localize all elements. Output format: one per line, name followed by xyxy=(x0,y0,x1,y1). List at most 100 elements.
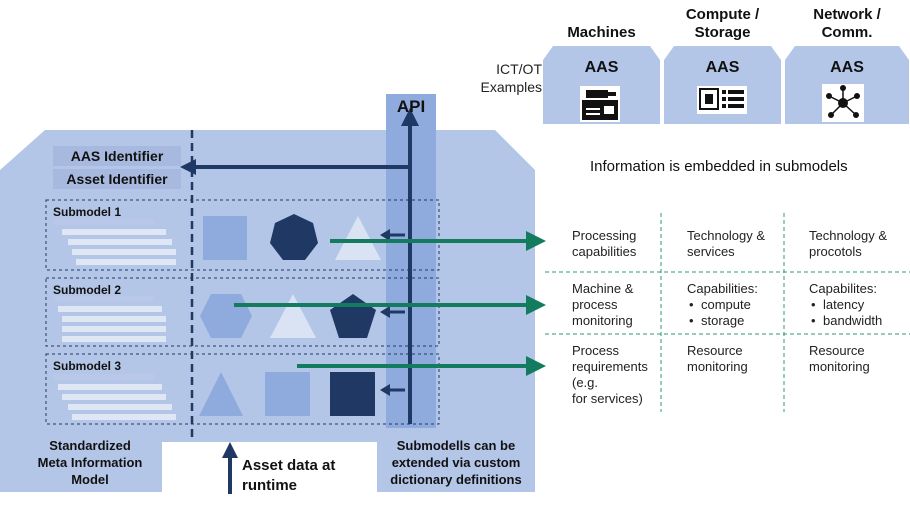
sm1-bar xyxy=(54,219,154,225)
sm3-square-light xyxy=(265,372,310,416)
network-title-line1: Network / xyxy=(813,6,881,23)
grid-text: Capabilities: xyxy=(687,281,758,296)
identifier-arrowhead xyxy=(180,159,196,175)
compute-aas-box xyxy=(664,46,781,124)
grid-bullet: storage xyxy=(701,313,758,329)
caption-line: Submodells can be xyxy=(396,438,516,453)
caption-line: dictionary definitions xyxy=(390,472,522,487)
grid-r2-c1: Machine & process monitoring xyxy=(572,281,633,329)
sm3-triangle xyxy=(199,372,243,416)
sm2-bar xyxy=(62,316,166,322)
sm1-triangle xyxy=(335,216,381,260)
compute-title-line1: Compute / xyxy=(685,6,760,23)
submodel-2-label: Submodel 2 xyxy=(53,283,122,297)
runtime-caption: Asset data at runtime xyxy=(242,456,335,496)
network-aas-label: AAS xyxy=(830,59,864,76)
sm2-hexagon xyxy=(200,294,252,338)
sm1-bar xyxy=(72,249,176,255)
grid-text: monitoring xyxy=(572,313,633,328)
examples-label-line2: Examples xyxy=(480,79,542,95)
network-icon xyxy=(822,84,864,122)
server-icon xyxy=(697,86,747,114)
submodel-2-box xyxy=(45,277,440,347)
submodel-1-box xyxy=(45,199,440,271)
sm3-square-dark xyxy=(330,372,375,416)
sm2-bar xyxy=(62,336,166,342)
sm2-bar xyxy=(54,296,154,302)
extend-caption: Submodells can be extended via custom di… xyxy=(376,437,536,488)
grid-text: for services) xyxy=(572,391,643,406)
grid-r1-c1: Processing capabilities xyxy=(572,228,636,260)
green-arrowhead-3 xyxy=(526,356,546,376)
grid-r1-c3: Technology & procotols xyxy=(809,228,887,260)
grid-bullet: latency xyxy=(823,297,882,313)
grid-text: process xyxy=(572,297,618,312)
grid-text: requirements xyxy=(572,359,648,374)
grid-r3-c1: Process requirements (e.g. for services) xyxy=(572,343,648,407)
grid-bullet: compute xyxy=(701,297,758,313)
sm1-api-arrowhead xyxy=(380,229,390,241)
caption-line: Meta Information xyxy=(37,455,143,470)
sm2-bar xyxy=(58,306,162,312)
submodel-3-box xyxy=(45,353,440,425)
sm3-bar xyxy=(58,384,162,390)
grid-text: Resource xyxy=(687,343,743,358)
grid-bullet: bandwidth xyxy=(823,313,882,329)
sm2-api-arrowhead xyxy=(380,306,390,318)
grid-text: Technology & xyxy=(809,228,888,243)
sm3-bar xyxy=(68,404,172,410)
caption-line: runtime xyxy=(242,477,298,494)
sm1-heptagon xyxy=(270,214,318,260)
machines-aas-box xyxy=(543,46,660,124)
machine-icon xyxy=(580,86,620,122)
grid-r2-c3: Capabilites: latency bandwidth xyxy=(809,281,882,329)
sm3-api-arrowhead xyxy=(380,384,390,396)
caption-line: Standardized xyxy=(49,438,131,453)
sm1-bar xyxy=(68,239,172,245)
sm3-bar xyxy=(54,374,154,380)
caption-line: extended via custom xyxy=(391,455,521,470)
green-arrowhead-1 xyxy=(526,231,546,251)
grid-text: Capabilites: xyxy=(809,281,877,296)
sm1-bar xyxy=(62,229,166,235)
grid-text: Processing xyxy=(572,228,637,243)
grid-r3-c3: Resource monitoring xyxy=(809,343,870,375)
machines-title: Machines xyxy=(567,24,636,41)
sm2-bar xyxy=(62,326,166,332)
meta-model-caption: Standardized Meta Information Model xyxy=(20,437,160,488)
submodel-1-label: Submodel 1 xyxy=(53,205,122,219)
submodel-3-label: Submodel 3 xyxy=(53,359,122,373)
grid-text: capabilities xyxy=(572,244,637,259)
grid-text: Machine & xyxy=(572,281,634,296)
network-title-line2: Comm. xyxy=(821,24,873,41)
grid-text: procotols xyxy=(809,244,862,259)
info-title: Information is embedded in submodels xyxy=(590,158,848,175)
caption-line: Asset data at xyxy=(242,457,336,474)
grid-text: monitoring xyxy=(809,359,870,374)
compute-aas-label: AAS xyxy=(705,59,740,76)
grid-text: (e.g. xyxy=(572,375,599,390)
grid-text: services xyxy=(687,244,735,259)
grid-text: Technology & xyxy=(687,228,766,243)
sm2-triangle xyxy=(270,294,316,338)
machines-aas-label: AAS xyxy=(584,59,619,76)
api-arrowhead xyxy=(401,108,419,126)
caption-line: Model xyxy=(71,472,109,487)
api-label: API xyxy=(396,97,426,116)
grid-text: Process xyxy=(572,343,619,358)
green-arrowhead-2 xyxy=(526,295,546,315)
sm3-bar xyxy=(62,394,166,400)
examples-label-line1: ICT/OT xyxy=(496,61,542,77)
grid-text: monitoring xyxy=(687,359,748,374)
asset-identifier-box: Asset Identifier xyxy=(53,169,181,189)
grid-r1-c2: Technology & services xyxy=(687,228,765,260)
panel-notch xyxy=(162,442,377,494)
grid-text: Resource xyxy=(809,343,865,358)
grid-r2-c2: Capabilities: compute storage xyxy=(687,281,758,329)
sm1-bar xyxy=(76,259,176,265)
aas-identifier-box: AAS Identifier xyxy=(53,146,181,166)
compute-title-line2: Storage xyxy=(694,24,751,41)
runtime-arrowhead xyxy=(222,442,238,458)
grid-r3-c2: Resource monitoring xyxy=(687,343,748,375)
examples-label: ICT/OT Examples xyxy=(470,60,542,96)
